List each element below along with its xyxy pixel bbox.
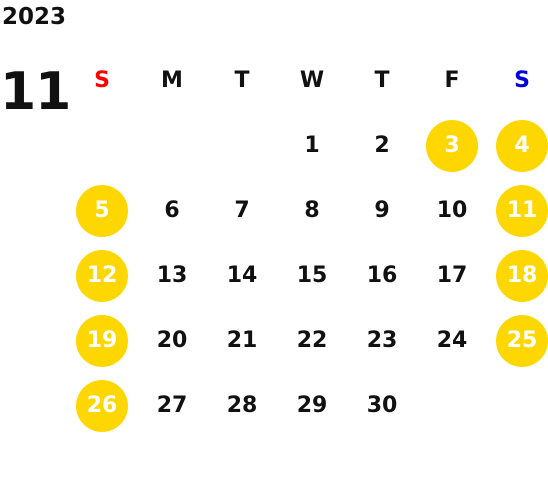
calendar-day-3: 3: [417, 113, 487, 178]
calendar-day-23: 23: [347, 308, 417, 373]
calendar-day-number: 2: [374, 133, 390, 158]
calendar-day-number: 24: [436, 328, 468, 353]
calendar-day-number: 22: [296, 328, 328, 353]
calendar-day-1: 1: [277, 113, 347, 178]
calendar-day-22: 22: [277, 308, 347, 373]
calendar-day-number: 3: [426, 119, 478, 172]
calendar-day-10: 10: [417, 178, 487, 243]
calendar-month: 11: [0, 62, 71, 122]
calendar-day-number: 21: [226, 328, 258, 353]
calendar-day-number: 27: [156, 393, 188, 418]
calendar-day-number: 4: [496, 119, 548, 172]
calendar-day-number: 20: [156, 328, 188, 353]
calendar-day-26: 26: [67, 373, 137, 438]
calendar-day-27: 27: [137, 373, 207, 438]
calendar-empty-cell: [137, 113, 207, 178]
calendar-day-29: 29: [277, 373, 347, 438]
calendar-day-24: 24: [417, 308, 487, 373]
calendar-day-12: 12: [67, 243, 137, 308]
calendar-day-number: 25: [496, 314, 548, 367]
calendar-day-number: 9: [374, 198, 390, 223]
calendar-day-number: 16: [366, 263, 398, 288]
calendar-day-number: 5: [76, 184, 128, 237]
calendar-year: 2023: [2, 4, 67, 30]
weekday-header-tuesday: T: [234, 68, 250, 93]
calendar-day-21: 21: [207, 308, 277, 373]
calendar-day-number: 12: [76, 249, 128, 302]
weekday-header-monday: M: [161, 68, 183, 93]
calendar-empty-cell: [67, 113, 137, 178]
weekday-header-sunday: S: [94, 68, 110, 93]
calendar-day-number: 10: [436, 198, 468, 223]
calendar-day-5: 5: [67, 178, 137, 243]
weekday-header-wednesday: W: [299, 68, 325, 93]
weekday-header-saturday: S: [514, 68, 530, 93]
calendar-day-4: 4: [487, 113, 548, 178]
calendar-day-17: 17: [417, 243, 487, 308]
calendar-day-number: 30: [366, 393, 398, 418]
calendar-day-15: 15: [277, 243, 347, 308]
calendar-day-25: 25: [487, 308, 548, 373]
calendar-day-14: 14: [207, 243, 277, 308]
calendar-day-6: 6: [137, 178, 207, 243]
calendar-day-2: 2: [347, 113, 417, 178]
calendar-day-number: 17: [436, 263, 468, 288]
calendar-day-30: 30: [347, 373, 417, 438]
calendar-day-number: 29: [296, 393, 328, 418]
calendar-empty-cell: [207, 113, 277, 178]
weekday-header-thursday: T: [374, 68, 390, 93]
calendar-day-number: 14: [226, 263, 258, 288]
calendar-day-11: 11: [487, 178, 548, 243]
calendar-day-28: 28: [207, 373, 277, 438]
calendar-day-number: 1: [304, 133, 320, 158]
calendar-day-number: 26: [76, 379, 128, 432]
calendar-day-9: 9: [347, 178, 417, 243]
calendar-day-number: 8: [304, 198, 320, 223]
calendar-day-19: 19: [67, 308, 137, 373]
calendar-day-20: 20: [137, 308, 207, 373]
weekday-header-friday: F: [444, 68, 460, 93]
calendar-day-16: 16: [347, 243, 417, 308]
calendar-day-number: 7: [234, 198, 250, 223]
calendar-day-number: 19: [76, 314, 128, 367]
calendar-day-13: 13: [137, 243, 207, 308]
calendar-day-number: 28: [226, 393, 258, 418]
calendar-day-18: 18: [487, 243, 548, 308]
calendar-day-number: 23: [366, 328, 398, 353]
calendar-day-number: 18: [496, 249, 548, 302]
calendar-day-number: 6: [164, 198, 180, 223]
calendar-day-7: 7: [207, 178, 277, 243]
calendar-day-number: 11: [496, 184, 548, 237]
calendar-day-number: 15: [296, 263, 328, 288]
calendar-day-number: 13: [156, 263, 188, 288]
calendar-day-8: 8: [277, 178, 347, 243]
